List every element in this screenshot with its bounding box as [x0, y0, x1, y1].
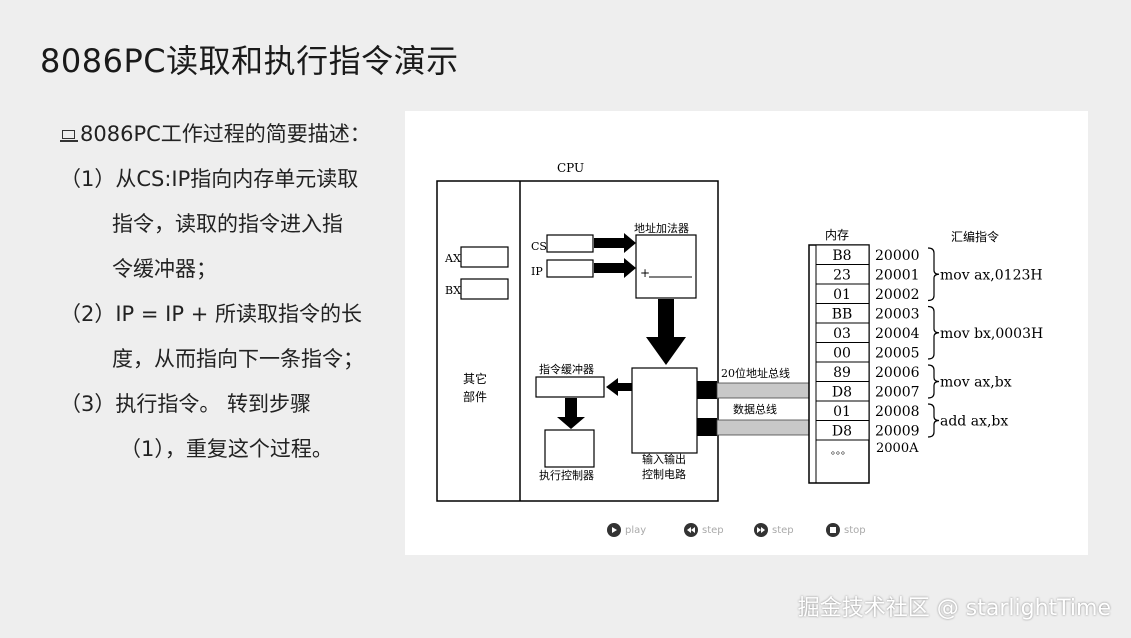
reg-ax-box — [460, 246, 509, 268]
reg-cs-box — [546, 234, 594, 253]
other-parts-label-2: 部件 — [463, 389, 487, 404]
adder-box — [635, 234, 697, 299]
instruction-text: add ax,bx — [940, 414, 1008, 430]
data-bus-label: 数据总线 — [733, 402, 777, 416]
step-1-line-3: 令缓冲器； — [112, 257, 217, 281]
adder-plus: + — [640, 266, 650, 280]
io-ctrl-box — [631, 367, 698, 454]
description-heading: 8086PC工作过程的简要描述： — [60, 112, 371, 157]
instruction-bracket — [927, 403, 940, 438]
memory-last-addr: 2000A — [876, 441, 919, 456]
instruction-bracket — [927, 247, 940, 302]
memory-cell-address: 20007 — [875, 385, 920, 401]
memory-cell-address: 20001 — [875, 268, 920, 284]
cpu-label: CPU — [557, 161, 584, 175]
cs-to-adder-arrow — [594, 233, 636, 253]
step-back-button[interactable]: step — [684, 521, 724, 539]
memory-cell-value: 01 — [833, 287, 851, 303]
other-parts-label-1: 其它 — [463, 371, 487, 386]
play-icon — [607, 523, 621, 537]
memory-cell-address: 20008 — [875, 404, 920, 420]
description-list: 8086PC工作过程的简要描述： （1）从CS:IP指向内存单元读取 指令，读取… — [60, 112, 371, 472]
io-ctrl-label-1: 输入输出 — [642, 452, 686, 466]
step-3-line-1: （3）执行指令。 转到步骤 — [60, 392, 312, 416]
io-to-buffer-arrow — [606, 378, 632, 396]
instr-buffer-box — [535, 376, 605, 398]
page-title: 8086PC读取和执行指令演示 — [40, 42, 459, 80]
instr-buffer-label: 指令缓冲器 — [539, 362, 594, 376]
instruction-text: mov ax,bx — [940, 375, 1012, 391]
data-bus-connector — [697, 418, 717, 436]
step-back-icon — [684, 523, 698, 537]
memory-cell-address: 20004 — [875, 326, 920, 342]
addr-bus-connector — [697, 381, 717, 399]
instruction-text: mov bx,0003H — [940, 326, 1043, 342]
memory-cell-value: D8 — [832, 385, 852, 401]
step-forward-button[interactable]: step — [754, 521, 794, 539]
stop-button[interactable]: stop — [826, 521, 866, 539]
instruction-bracket — [927, 364, 940, 399]
memory-cell-value: D8 — [832, 424, 852, 440]
asm-instructions: mov ax,0123H mov bx,0003H mov ax,bx add ax,… — [927, 247, 1043, 438]
cpu-diagram-panel: CPU AX BX 其它 部件 CS IP 地址加法器 + 指令缓冲器 执行控制… — [405, 111, 1088, 555]
step-1-line-1: （1）从CS:IP指向内存单元读取 — [60, 167, 359, 191]
watermark: 掘金技术社区 @ starlightTime — [797, 596, 1111, 621]
memory-cell-address: 20002 — [875, 287, 920, 303]
step-1-line-2: 指令，读取的指令进入指 — [112, 212, 343, 236]
io-ctrl-label-2: 控制电路 — [642, 467, 686, 481]
exec-ctrl-box — [544, 429, 595, 468]
adder-to-io-arrow — [646, 299, 686, 365]
laptop-icon — [60, 130, 78, 142]
step-forward-icon — [754, 523, 768, 537]
adder-label: 地址加法器 — [634, 221, 689, 235]
reg-ip-box — [546, 259, 594, 278]
memory-cell-value: 00 — [833, 346, 851, 362]
memory-cell-value: 89 — [833, 365, 851, 381]
play-button[interactable]: play — [607, 521, 646, 539]
step-3-line-2: （1），重复这个过程。 — [120, 437, 333, 461]
reg-bx-label: BX — [445, 284, 461, 297]
memory-cell-address: 20003 — [875, 307, 920, 323]
buffer-to-exec-arrow — [557, 398, 585, 429]
reg-cs-label: CS — [531, 240, 547, 253]
memory-cell-address: 20000 — [875, 248, 920, 264]
step-2-line-2: 度，从而指向下一条指令； — [112, 347, 364, 371]
ip-to-adder-arrow — [594, 258, 636, 278]
step-2-line-1: （2）IP = IP + 所读取指令的长 — [60, 302, 362, 326]
memory-cell-address: 20006 — [875, 365, 920, 381]
memory-cell-address: 20009 — [875, 424, 920, 440]
instruction-text: mov ax,0123H — [940, 267, 1043, 283]
memory-cell-value: B8 — [832, 248, 851, 264]
addr-bus — [716, 382, 812, 399]
asm-label: 汇编指令 — [951, 229, 999, 244]
memory-cell-value: BB — [832, 307, 853, 323]
memory-cell-value: 01 — [833, 404, 851, 420]
reg-ax-label: AX — [444, 252, 461, 265]
reg-ip-label: IP — [531, 265, 543, 278]
addr-bus-label: 20位地址总线 — [721, 366, 790, 380]
memory-dots: 。。。 — [831, 446, 851, 457]
memory-cell-value: 23 — [833, 268, 851, 284]
memory-label: 内存 — [825, 228, 849, 242]
memory-cell-value: 03 — [833, 326, 851, 342]
data-bus — [716, 419, 812, 436]
cpu-box — [436, 180, 719, 502]
exec-ctrl-label: 执行控制器 — [539, 468, 594, 482]
cpu-diagram: CPU AX BX 其它 部件 CS IP 地址加法器 + 指令缓冲器 执行控制… — [436, 161, 1043, 502]
memory-cell-address: 20005 — [875, 346, 920, 362]
reg-bx-box — [460, 278, 509, 300]
instruction-bracket — [927, 305, 940, 360]
stop-icon — [826, 523, 840, 537]
